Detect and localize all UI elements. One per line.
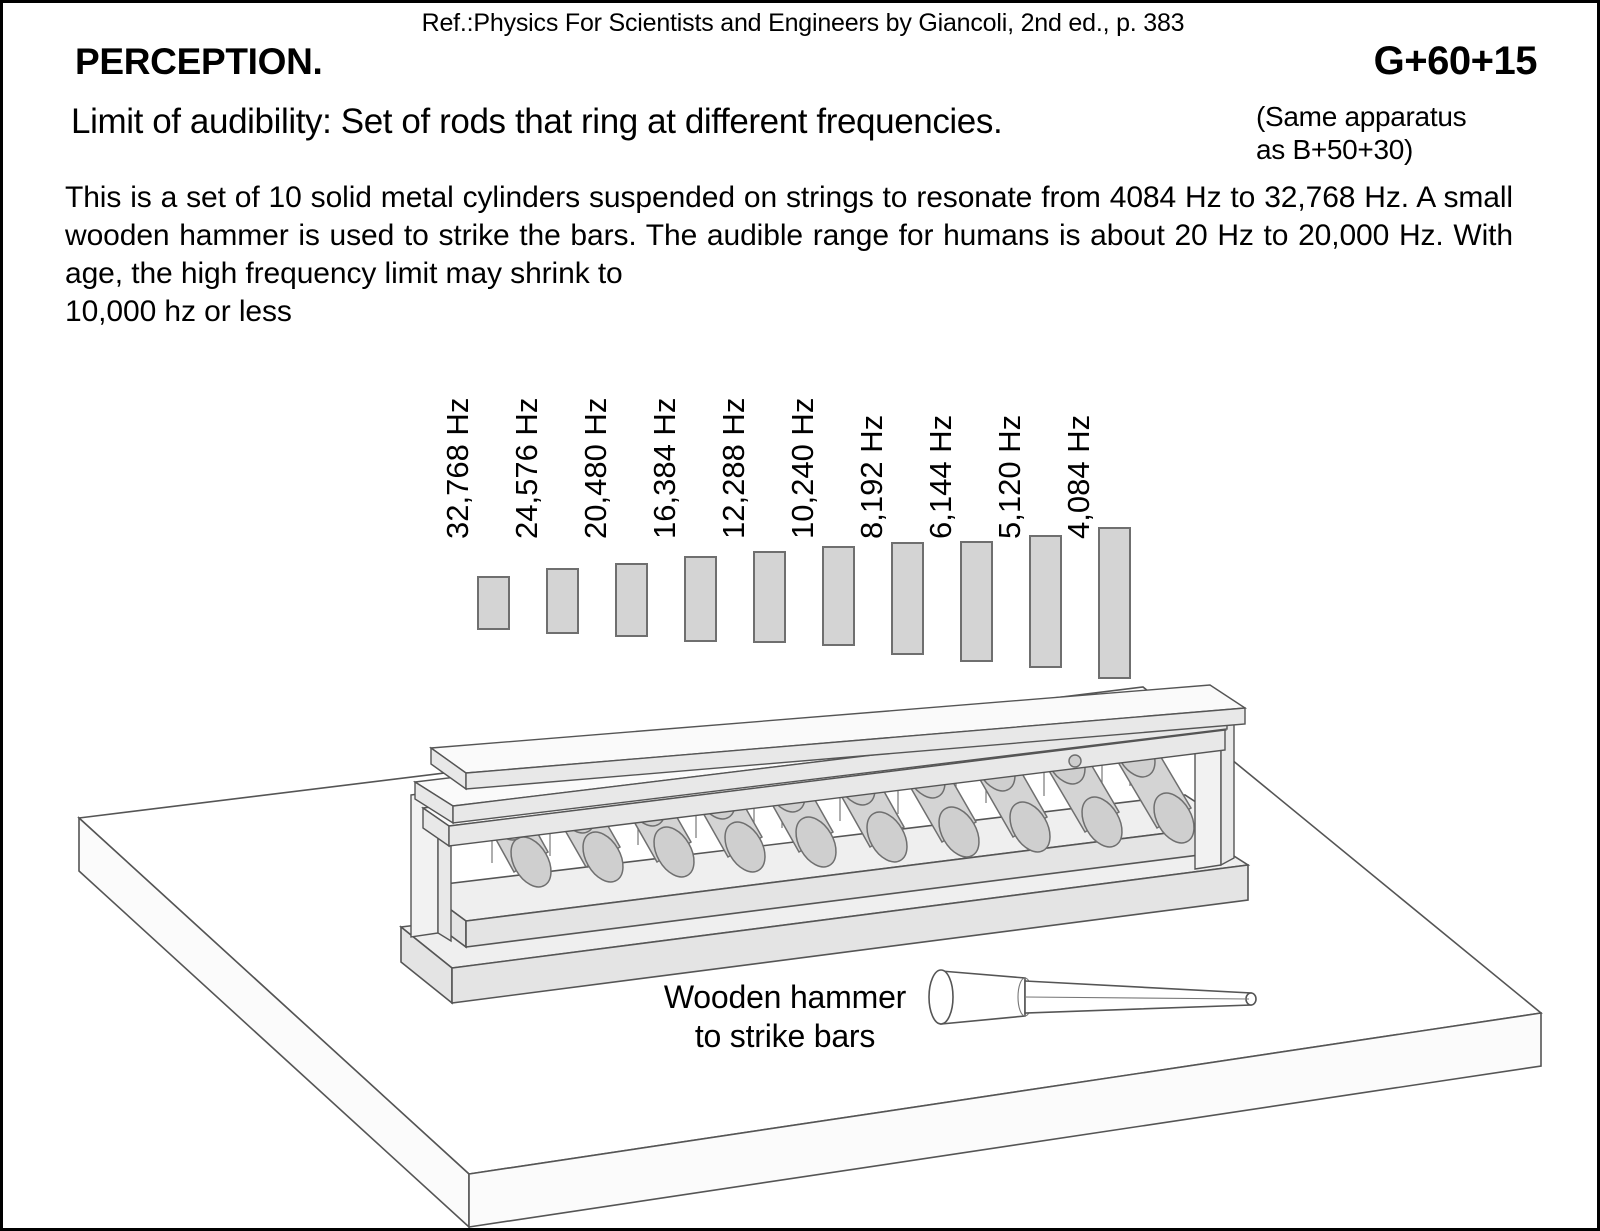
catalog-code: G+60+15 [1373, 39, 1538, 83]
rack-right-post [1194, 719, 1235, 870]
reference-line: Ref.:Physics For Scientists and Engineer… [421, 9, 1185, 37]
description-line-4: 10,000 hz or less [65, 295, 292, 329]
demo-subtitle: Limit of audibility: Set of rods that ri… [71, 102, 1003, 141]
wooden-hammer [928, 969, 1257, 1025]
same-apparatus-note: (Same apparatus as B+50+30) [1256, 101, 1596, 167]
rack-top-beam [429, 684, 1248, 791]
description-line-1: This is a set of 10 solid metal cylinder… [65, 181, 1256, 214]
apparatus-illustration: .tbl { fill:#ffffff; stroke:#555555; str… [77, 684, 1543, 1228]
category-title: PERCEPTION. [75, 41, 323, 82]
hammer-caption-line-2: to strike bars [694, 1018, 876, 1055]
description-line-3: humans is about 20 Hz to 20,000 Hz. With… [65, 219, 1513, 291]
same-apparatus-line-2: as B+50+30) [1256, 133, 1414, 165]
hammer-caption: Wooden hammer to strike bars [640, 978, 930, 1056]
description-paragraph: This is a set of 10 solid metal cylinder… [65, 179, 1513, 331]
same-apparatus-line-1: (Same apparatus [1256, 101, 1467, 132]
hammer-caption-line-1: Wooden hammer [663, 979, 907, 1015]
description-line-2: 32,768 Hz. A small wooden hammer is used… [65, 181, 1513, 253]
rack-knob [1068, 754, 1082, 768]
